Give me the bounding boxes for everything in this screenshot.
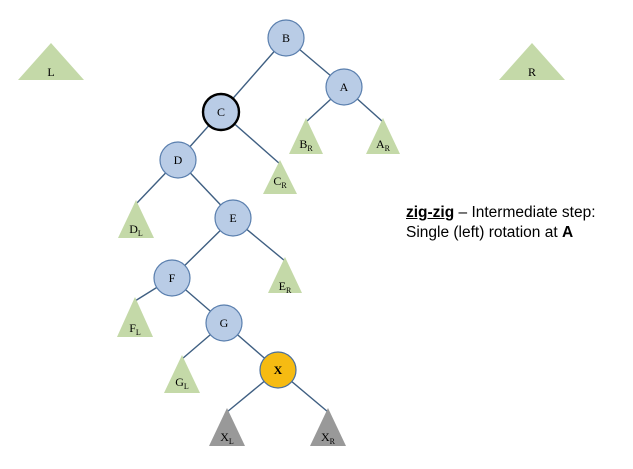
subtree-triangle: [268, 257, 302, 293]
node-label: A: [340, 80, 349, 94]
subtree-triangle: [209, 408, 245, 446]
node-label: X: [274, 363, 283, 377]
node-circle: [159, 141, 197, 179]
node-label: B: [282, 31, 290, 45]
node-circle: [153, 259, 191, 297]
subtree-label: L: [47, 65, 54, 79]
subtree-label: GL: [175, 375, 189, 391]
node-b: B: [267, 19, 305, 57]
node-circle: [267, 19, 305, 57]
subtree-triangle: [164, 355, 200, 393]
node-c: C: [201, 92, 241, 132]
subtree-triangle: [310, 408, 346, 446]
subtree-label: ER: [279, 279, 292, 295]
node-circle: [205, 304, 243, 342]
subtree-xl: XL: [209, 408, 245, 446]
node-circle: [201, 92, 241, 132]
subtree-label: AR: [376, 137, 391, 153]
subtree-triangle: [117, 297, 153, 337]
caption-target: A: [561, 224, 574, 241]
subtree-r: R: [499, 43, 565, 80]
subtree-triangle: [18, 43, 84, 80]
node-circle: [259, 351, 297, 389]
subtree-br: BR: [289, 118, 323, 154]
node-e: E: [214, 199, 252, 237]
node-label: E: [229, 211, 236, 225]
subtree-dl: DL: [118, 200, 154, 238]
node-label: G: [220, 316, 229, 330]
subtree-triangle: [118, 200, 154, 238]
subtree-label: R: [528, 65, 536, 79]
node-label: C: [217, 105, 225, 119]
nodes: B A C D E F G X: [153, 19, 363, 389]
node-label: D: [174, 153, 183, 167]
node-label: F: [169, 271, 176, 285]
node-circle: [214, 199, 252, 237]
subtree-label: XL: [220, 430, 234, 446]
subtree-label: BR: [299, 137, 313, 153]
node-x: X: [259, 351, 297, 389]
node-circle: [325, 68, 363, 106]
subtree-label: XR: [321, 430, 336, 446]
subtrees: L R BR AR CR DL ER FL GL XL XR: [18, 43, 565, 446]
subtree-cr: CR: [263, 160, 297, 194]
subtree-label: DL: [129, 222, 143, 238]
subtree-er: ER: [268, 257, 302, 295]
node-f: F: [153, 259, 191, 297]
node-g: G: [205, 304, 243, 342]
node-d: D: [159, 141, 197, 179]
subtree-triangle: [289, 118, 323, 154]
subtree-label: FL: [129, 321, 141, 337]
subtree-triangle: [366, 118, 400, 154]
subtree-l: L: [18, 43, 84, 80]
caption-text: – Intermediate step: Single (left) rotat…: [406, 204, 596, 241]
subtree-label: CR: [273, 174, 287, 190]
subtree-triangle: [263, 160, 297, 194]
subtree-ar: AR: [366, 118, 400, 154]
subtree-gl: GL: [164, 355, 200, 393]
subtree-triangle: [499, 43, 565, 80]
subtree-fl: FL: [117, 297, 153, 337]
node-a: A: [325, 68, 363, 106]
subtree-xr: XR: [310, 408, 346, 446]
caption: zig-zig – Intermediate step: Single (lef…: [406, 203, 626, 243]
caption-keyword: zig-zig: [406, 204, 455, 221]
